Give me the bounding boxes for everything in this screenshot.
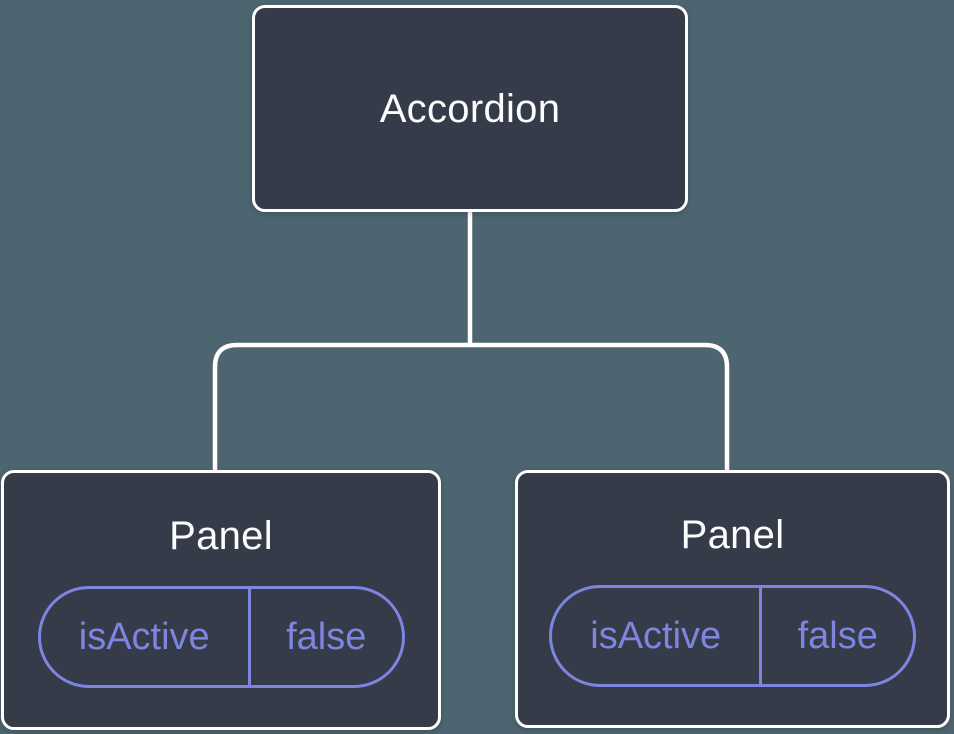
accordion-node-label: Accordion <box>379 86 561 131</box>
state-value: false <box>286 615 367 658</box>
panel-node-label: Panel <box>680 513 785 557</box>
tree-node-panel-right: Panel isActive false <box>515 470 950 728</box>
state-key: isActive <box>41 589 251 685</box>
state-value: false <box>797 614 878 657</box>
state-pill: isActive false <box>37 586 405 688</box>
panel-node-label: Panel <box>169 514 273 558</box>
tree-node-panel-left: Panel isActive false <box>1 470 441 730</box>
state-pill: isActive false <box>549 585 916 687</box>
tree-node-accordion: Accordion <box>252 5 688 212</box>
connector-branch-bracket <box>212 342 730 474</box>
state-key: isActive <box>552 588 763 684</box>
